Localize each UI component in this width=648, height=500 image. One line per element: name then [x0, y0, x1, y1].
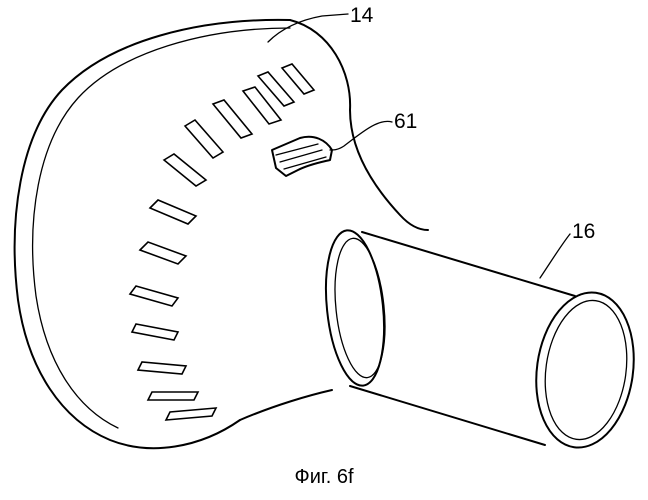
figure-caption: Фиг. 6f: [0, 466, 648, 489]
vent-slots: [130, 64, 314, 420]
collar: [319, 228, 391, 389]
tab-element-61: [272, 137, 332, 176]
tube-16: [350, 232, 643, 454]
label-61: 61: [394, 110, 417, 133]
leader-lines: [268, 14, 570, 278]
label-16: 16: [572, 220, 595, 243]
label-14: 14: [350, 4, 374, 27]
